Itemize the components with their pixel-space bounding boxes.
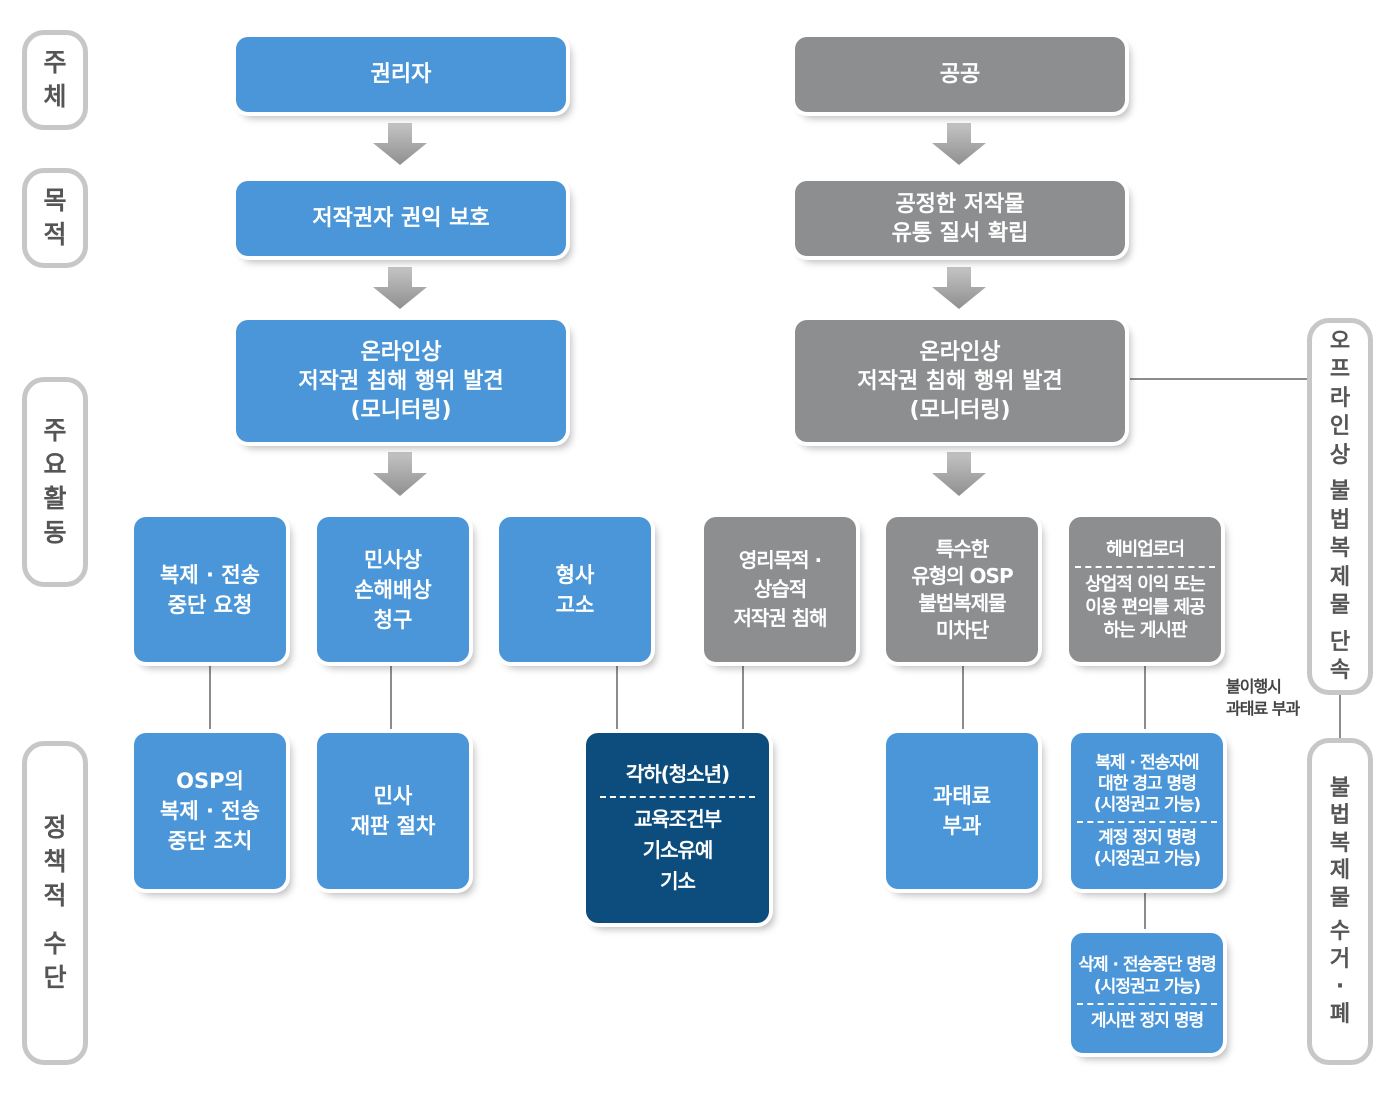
public-purpose-box: 공정한 저작물 유통 질서 확립 [795,181,1125,256]
activity-commercial-infringement-box: 영리목적 · 상습적 저작권 침해 [704,517,856,662]
down-arrow-icon [932,123,986,165]
connector-lines [209,378,1341,933]
measure-osp-takedown-box: OSP의 복제 · 전송 중단 조치 [134,733,286,889]
activity-takedown-request-box: 복제 · 전송 중단 요청 [134,517,286,662]
activity-criminal-complaint-box: 형사 고소 [499,517,651,662]
measure-civil-trial-box: 민사 재판 절차 [317,733,469,889]
measure-deletion-board-box: 삭제 · 전송중단 명령 (시정권고 가능) 게시판 정지 명령 [1071,933,1223,1053]
label-purpose: 목 적 [22,168,88,268]
down-arrow-icon [373,123,427,165]
down-arrow-icon [373,267,427,309]
public-monitoring-box: 온라인상 저작권 침해 행위 발견 (모니터링) [795,320,1125,442]
public-subject-box: 공공 [795,37,1125,112]
activity-heavy-uploader-box: 헤비업로더 상업적 이익 또는 이용 편의를 제공 하는 게시판 [1069,517,1221,662]
activity-civil-damages-box: 민사상 손해배상 청구 [317,517,469,662]
label-measures: 정 책 적 수 단 [22,741,88,1065]
down-arrow-icon [932,267,986,309]
label-subject: 주 체 [22,30,88,130]
down-arrow-icon [373,452,427,496]
noncompliance-fine-note: 불이행시 과태료 부과 [1226,677,1300,718]
down-arrows [373,123,986,496]
rights-holder-subject-box: 권리자 [236,37,566,112]
measure-warning-suspension-box: 복제 · 전송자에 대한 경고 명령 (시정권고 가능) 계정 정지 명령 (시… [1071,733,1223,889]
label-activities: 주 요 활 동 [22,377,88,587]
label-disposal: 불 법 복 제 물 수 거 · 폐 [1307,738,1373,1065]
down-arrow-icon [932,452,986,496]
rights-holder-purpose-box: 저작권자 권익 보호 [236,181,566,256]
activity-special-osp-box: 특수한 유형의 OSP 불법복제물 미차단 [886,517,1038,662]
rights-holder-monitoring-box: 온라인상 저작권 침해 행위 발견 (모니터링) [236,320,566,442]
criminal-outcome-box: 각하(청소년) 교육조건부 기소유예 기소 [586,733,769,923]
label-offline-crackdown: 오 프 라 인 상 불 법 복 제 물 단 속 [1307,318,1373,695]
measure-fine-box: 과태료 부과 [886,733,1038,889]
